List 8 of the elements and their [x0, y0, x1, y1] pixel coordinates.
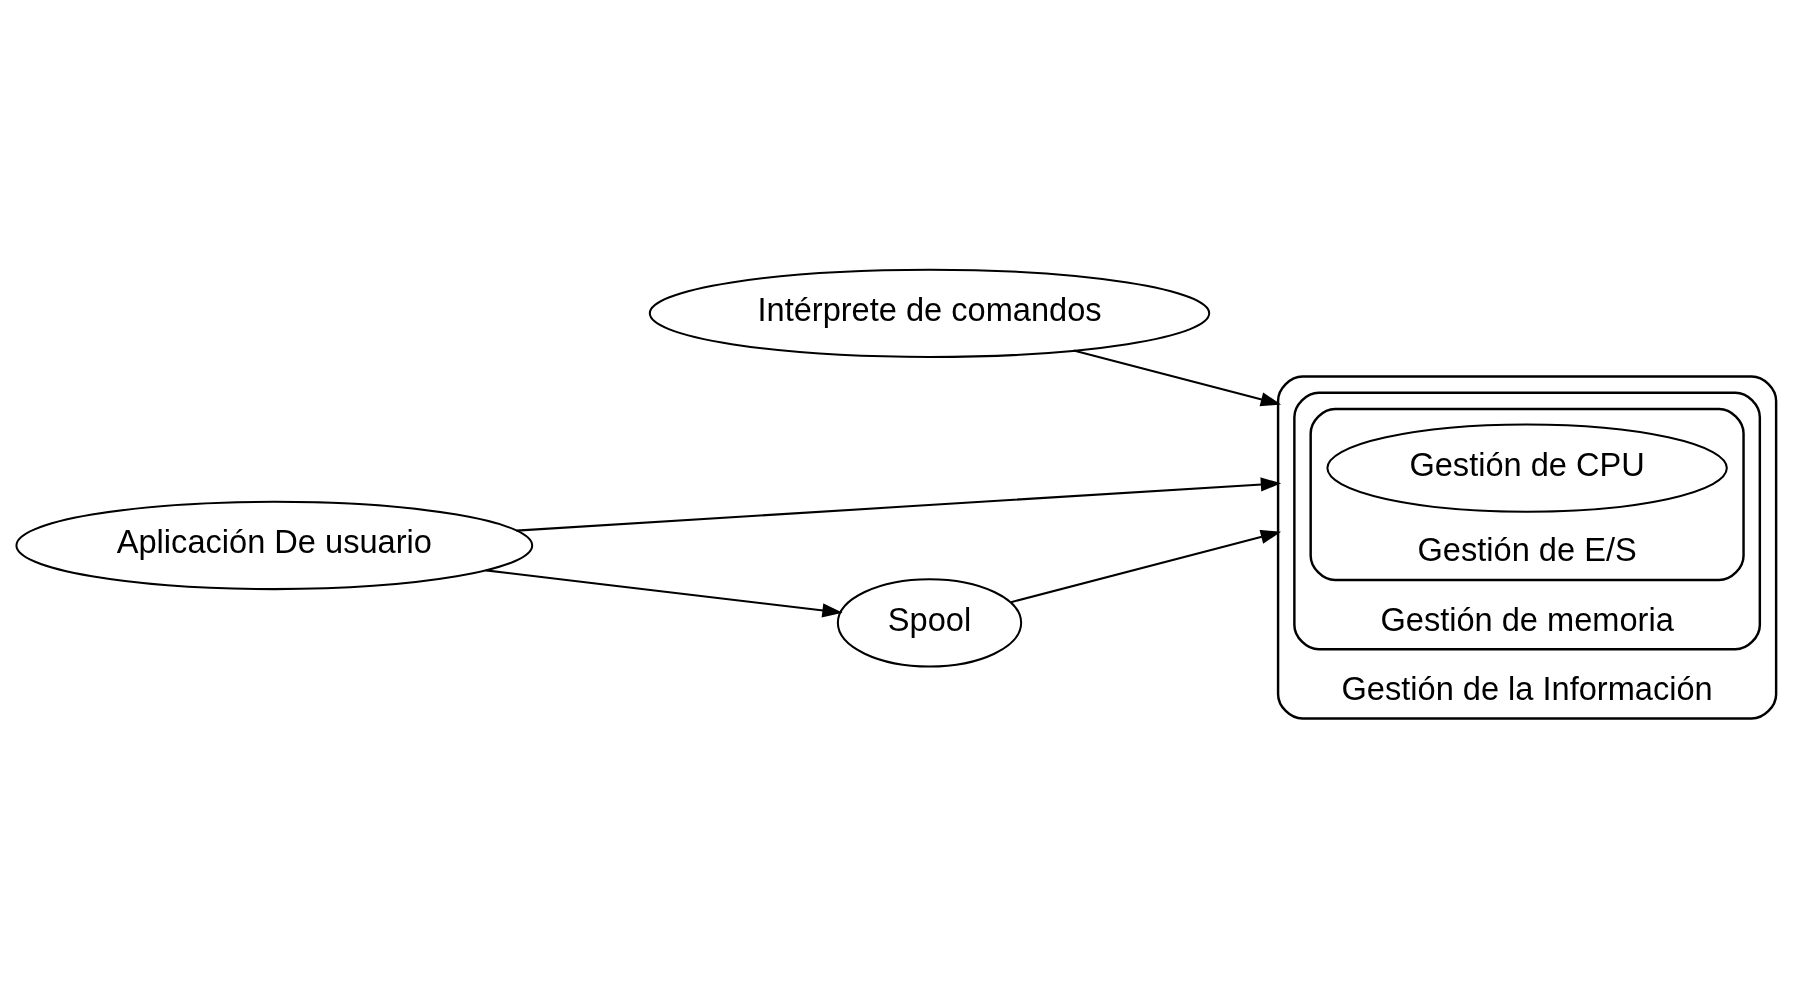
node-ellipse: Intérprete de comandos — [648, 268, 1211, 358]
node-ellipse: Aplicación De usuario — [15, 500, 534, 591]
node-ellipse: Spool — [836, 578, 1023, 668]
arrow — [1010, 529, 1282, 604]
arrow — [516, 477, 1282, 532]
node-ellipse: Gestión de CPU — [1326, 423, 1728, 513]
arrow — [1073, 349, 1282, 407]
arrow — [485, 569, 843, 618]
